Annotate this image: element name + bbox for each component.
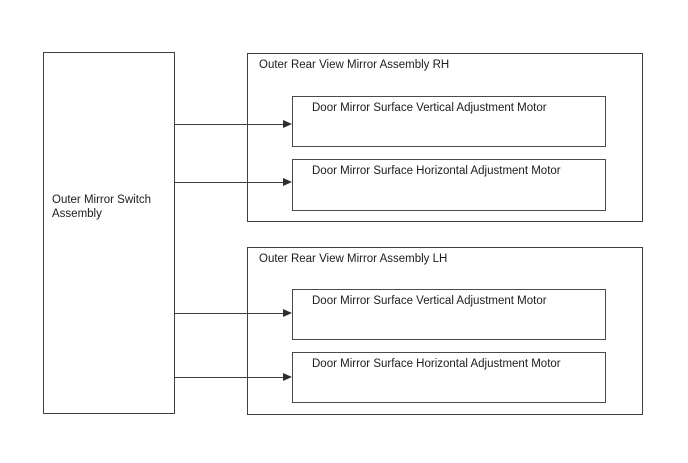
motor-vertical-rh-label: Door Mirror Surface Vertical Adjustment … xyxy=(312,102,547,114)
outer-mirror-switch-assembly-box: Outer Mirror Switch Assembly xyxy=(43,52,175,414)
motor-horizontal-rh-label: Door Mirror Surface Horizontal Adjustmen… xyxy=(312,165,561,177)
motor-box-vertical-rh: Door Mirror Surface Vertical Adjustment … xyxy=(292,96,606,147)
connector-line-vertical-rh xyxy=(175,124,284,125)
arrowhead-icon xyxy=(283,373,292,381)
connector-line-horizontal-lh xyxy=(175,377,284,378)
outer-mirror-switch-assembly-label: Outer Mirror Switch Assembly xyxy=(52,194,152,220)
connector-line-vertical-lh xyxy=(175,313,284,314)
motor-horizontal-lh-label: Door Mirror Surface Horizontal Adjustmen… xyxy=(312,358,561,370)
motor-box-horizontal-lh: Door Mirror Surface Horizontal Adjustmen… xyxy=(292,352,606,403)
motor-vertical-lh-label: Door Mirror Surface Vertical Adjustment … xyxy=(312,295,547,307)
arrowhead-icon xyxy=(283,120,292,128)
motor-box-vertical-lh: Door Mirror Surface Vertical Adjustment … xyxy=(292,289,606,340)
arrowhead-icon xyxy=(283,309,292,317)
assembly-rh-title: Outer Rear View Mirror Assembly RH xyxy=(259,59,450,71)
connector-line-horizontal-rh xyxy=(175,182,284,183)
arrowhead-icon xyxy=(283,178,292,186)
assembly-lh-title: Outer Rear View Mirror Assembly LH xyxy=(259,253,448,265)
motor-box-horizontal-rh: Door Mirror Surface Horizontal Adjustmen… xyxy=(292,159,606,211)
